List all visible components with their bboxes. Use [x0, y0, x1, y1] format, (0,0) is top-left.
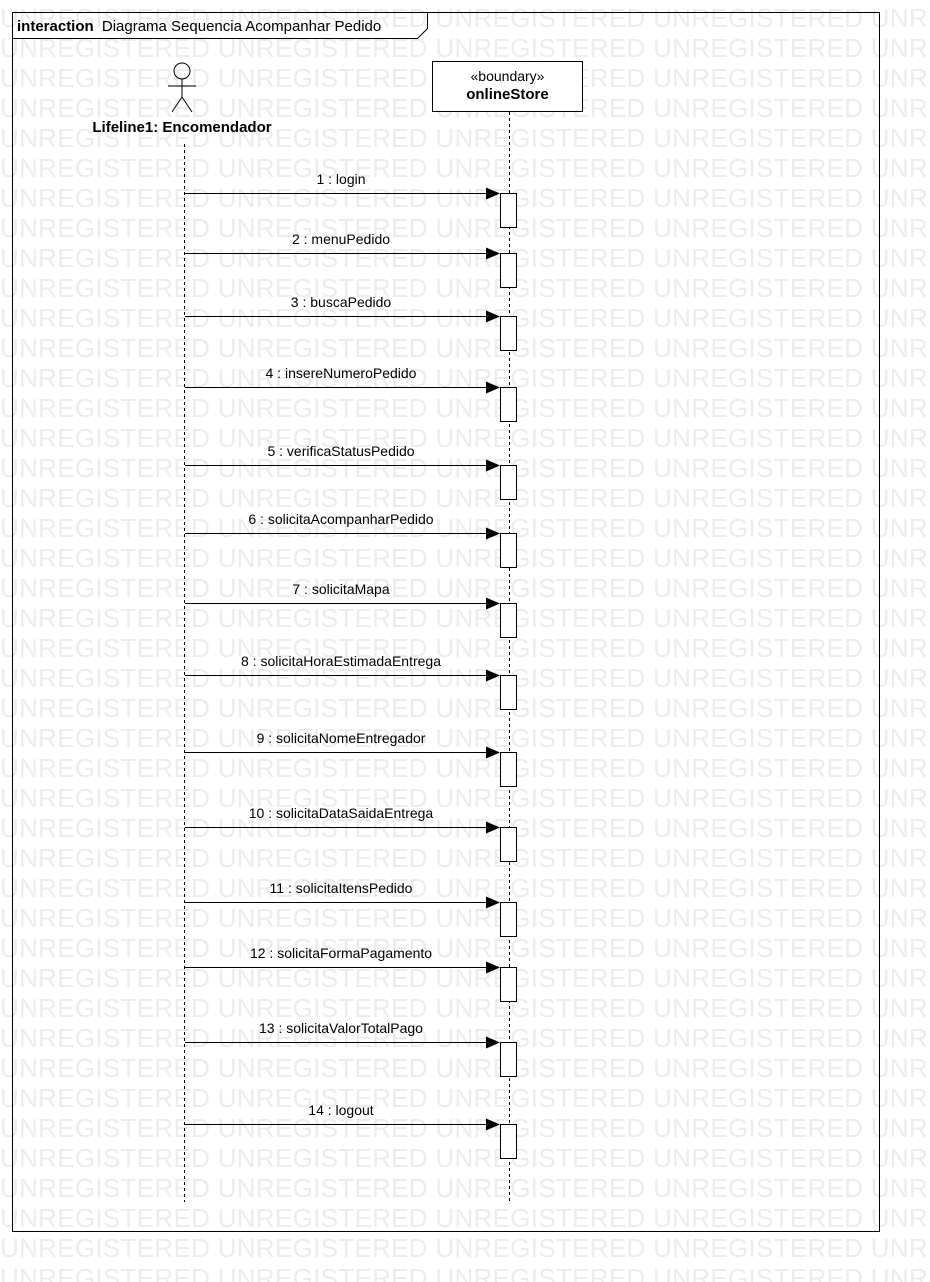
message-label: 6 : solicitaAcompanharPedido — [248, 511, 433, 527]
message-label: 3 : buscaPedido — [291, 294, 392, 310]
message-arrowhead — [486, 459, 500, 472]
activation-bar — [500, 316, 517, 351]
message-arrowhead — [486, 746, 500, 759]
activation-bar — [500, 902, 517, 937]
message-label: 13 : solicitaValorTotalPago — [259, 1020, 423, 1036]
message-arrowhead — [486, 247, 500, 260]
message-label: 11 : solicitaItensPedido — [270, 880, 413, 896]
activation-bar — [500, 193, 517, 228]
activation-bar — [500, 752, 517, 787]
message-arrowhead — [486, 961, 500, 974]
activation-bar — [500, 465, 517, 500]
activation-bar — [500, 675, 517, 710]
activation-bar — [500, 603, 517, 638]
boundary-name: onlineStore — [466, 86, 549, 103]
message-arrowhead — [486, 896, 500, 909]
boundary-stereotype: «boundary» — [471, 68, 545, 84]
message-label: 5 : verificaStatusPedido — [267, 443, 414, 459]
message-arrowhead — [486, 597, 500, 610]
boundary-box[interactable] — [432, 61, 583, 112]
actor-label: Lifeline1: Encomendador — [92, 119, 271, 136]
activation-bar — [500, 967, 517, 1002]
activation-bar — [500, 1124, 517, 1159]
interaction-frame — [12, 12, 880, 1232]
message-arrowhead — [486, 381, 500, 394]
message-arrowhead — [486, 187, 500, 200]
message-label: 14 : logout — [308, 1102, 373, 1118]
message-label: 12 : solicitaFormaPagamento — [250, 945, 432, 961]
message-arrowhead — [486, 669, 500, 682]
message-arrowhead — [486, 821, 500, 834]
activation-bar — [500, 1042, 517, 1077]
message-label: 9 : solicitaNomeEntregador — [257, 730, 426, 746]
message-arrowhead — [486, 527, 500, 540]
actor-stick-figure-icon[interactable] — [168, 62, 196, 113]
message-label: 2 : menuPedido — [292, 231, 390, 247]
frame-keyword: interaction — [17, 18, 94, 35]
message-label: 8 : solicitaHoraEstimadaEntrega — [241, 653, 441, 669]
activation-bar — [500, 387, 517, 422]
frame-name: Diagrama Sequencia Acompanhar Pedido — [102, 18, 381, 35]
message-arrowhead — [486, 1118, 500, 1131]
message-label: 4 : insereNumeroPedido — [266, 365, 417, 381]
activation-bar — [500, 253, 517, 288]
message-arrowhead — [486, 310, 500, 323]
frame-label: interaction Diagrama Sequencia Acompanha… — [17, 18, 381, 35]
messages-group: 1 : login 2 : menuPedido 3 : buscaPedido 4 … — [185, 171, 517, 1159]
message-arrowhead — [486, 1036, 500, 1049]
activation-bar — [500, 827, 517, 862]
message-label: 7 : solicitaMapa — [292, 581, 389, 597]
activation-bar — [500, 533, 517, 568]
message-label: 1 : login — [316, 171, 365, 187]
message-label: 10 : solicitaDataSaidaEntrega — [249, 805, 434, 821]
frame-label-tab — [12, 12, 428, 39]
